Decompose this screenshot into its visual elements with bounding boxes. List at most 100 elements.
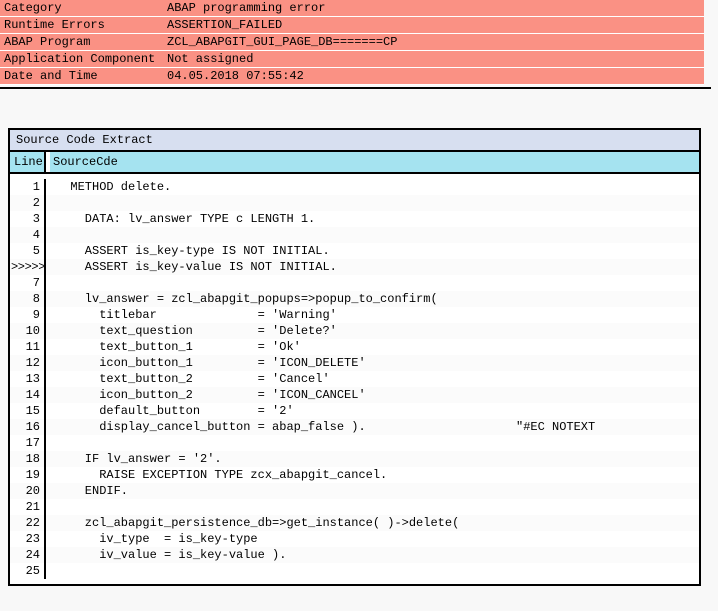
source-code-line-error: >>>>> ASSERT is_key-value IS NOT INITIAL… [10,259,699,275]
source-code-line: 15 default_button = '2' [10,403,699,419]
line-number: 2 [10,195,46,211]
line-number: 8 [10,291,46,307]
source-code-text [46,499,699,515]
source-code-line: 23 iv_type = is_key-type [10,531,699,547]
source-code-line: 2 [10,195,699,211]
source-code-statement: iv_value = is_key-value ). [56,548,287,562]
source-code-text: zcl_abapgit_persistence_db=>get_instance… [46,515,699,531]
source-code-text: ENDIF. [46,483,699,499]
source-code-text: text_button_1 = 'Ok' [46,339,699,355]
source-code-line: 18 IF lv_answer = '2'. [10,451,699,467]
line-number: 15 [10,403,46,419]
source-code-statement: text_button_2 = 'Cancel' [56,372,330,386]
source-code-statement: icon_button_1 = 'ICON_DELETE' [56,356,366,370]
source-code-line: 11 text_button_1 = 'Ok' [10,339,699,355]
source-code-line: 13 text_button_2 = 'Cancel' [10,371,699,387]
source-code-text: lv_answer = zcl_abapgit_popups=>popup_to… [46,291,699,307]
line-number: 3 [10,211,46,227]
line-number: 11 [10,339,46,355]
source-code-text: METHOD delete. [46,179,699,195]
error-summary-value: ASSERTION_FAILED [163,16,704,34]
source-code-text: text_button_2 = 'Cancel' [46,371,699,387]
source-code-line: 9 titlebar = 'Warning' [10,307,699,323]
source-code-panel: Source Code Extract Line SourceCde 1 MET… [8,128,701,586]
line-number: 20 [10,483,46,499]
line-number: 25 [10,563,46,579]
line-number: 21 [10,499,46,515]
line-number: 16 [10,419,46,435]
source-code-column-headers: Line SourceCde [10,152,699,174]
line-number: 24 [10,547,46,563]
line-number: 14 [10,387,46,403]
line-number: 13 [10,371,46,387]
source-code-text: text_question = 'Delete?' [46,323,699,339]
line-number: 19 [10,467,46,483]
column-header-separator [46,152,50,172]
error-summary-label: Runtime Errors [0,16,163,34]
source-code-panel-title: Source Code Extract [10,130,699,152]
error-line-marker: >>>>> [11,259,46,275]
source-code-statement: lv_answer = zcl_abapgit_popups=>popup_to… [56,292,438,306]
source-code-statement: METHOD delete. [56,180,172,194]
source-code-text [46,227,699,243]
source-code-text: icon_button_1 = 'ICON_DELETE' [46,355,699,371]
source-code-statement: DATA: lv_answer TYPE c LENGTH 1. [56,212,316,226]
column-header-line: Line [10,152,46,172]
source-code-statement: icon_button_2 = 'ICON_CANCEL' [56,388,366,402]
source-code-line: 19 RAISE EXCEPTION TYPE zcx_abapgit_canc… [10,467,699,483]
source-code-text: ASSERT is_key-type IS NOT INITIAL. [46,243,699,259]
source-code-line: 14 icon_button_2 = 'ICON_CANCEL' [10,387,699,403]
line-number: 12 [10,355,46,371]
source-code-line: 4 [10,227,699,243]
horizontal-rule [0,87,711,89]
line-number: 10 [10,323,46,339]
line-number: 17 [10,435,46,451]
source-code-text [46,275,699,291]
source-code-statement: iv_type = is_key-type [56,532,258,546]
source-code-statement: ASSERT is_key-value IS NOT INITIAL. [56,260,337,274]
error-summary-value: Not assigned [163,50,704,68]
source-code-text [46,435,699,451]
line-number: 23 [10,531,46,547]
source-code-text: icon_button_2 = 'ICON_CANCEL' [46,387,699,403]
error-summary-label: Date and Time [0,67,163,85]
line-number: 9 [10,307,46,323]
source-code-statement: RAISE EXCEPTION TYPE zcx_abapgit_cancel. [56,468,388,482]
source-code-line: 22 zcl_abapgit_persistence_db=>get_insta… [10,515,699,531]
source-code-line: 7 [10,275,699,291]
source-code-text: display_cancel_button = abap_false )."#E… [46,419,699,435]
source-code-statement: ASSERT is_key-type IS NOT INITIAL. [56,244,330,258]
source-code-text: IF lv_answer = '2'. [46,451,699,467]
source-code-text [46,563,699,579]
line-number: 7 [10,275,46,291]
error-summary-label: Application Component [0,50,163,68]
source-code-line: 20 ENDIF. [10,483,699,499]
source-code-line: 3 DATA: lv_answer TYPE c LENGTH 1. [10,211,699,227]
source-code-text: titlebar = 'Warning' [46,307,699,323]
source-code-statement: text_question = 'Delete?' [56,324,337,338]
source-code-text: iv_type = is_key-type [46,531,699,547]
error-summary-value: ZCL_ABAPGIT_GUI_PAGE_DB=======CP [163,33,704,51]
error-summary-value: ABAP programming error [163,0,704,17]
source-code-text [46,195,699,211]
line-number: 5 [10,243,46,259]
source-code-statement: default_button = '2' [56,404,294,418]
error-summary-label: ABAP Program [0,33,163,51]
source-code-line: 17 [10,435,699,451]
source-code-statement: zcl_abapgit_persistence_db=>get_instance… [56,516,460,530]
source-code-text: default_button = '2' [46,403,699,419]
source-code-line: 25 [10,563,699,579]
source-code-comment: "#EC NOTEXT [516,420,596,434]
source-code-line: 16 display_cancel_button = abap_false ).… [10,419,699,435]
source-code-text: iv_value = is_key-value ). [46,547,699,563]
source-code-statement: IF lv_answer = '2'. [56,452,222,466]
line-number: 1 [10,179,46,195]
source-code-statement: ENDIF. [56,484,129,498]
source-code-statement: titlebar = 'Warning' [56,308,337,322]
line-number: 22 [10,515,46,531]
